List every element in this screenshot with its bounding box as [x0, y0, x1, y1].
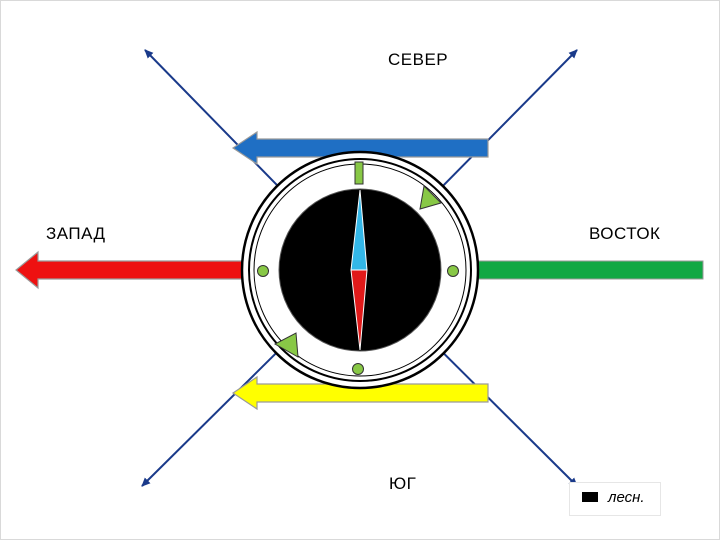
label-east: ВОСТОК: [589, 224, 661, 243]
label-south: ЮГ: [389, 474, 417, 493]
legend-box: лесн.: [569, 482, 661, 516]
sight-triangle-sw: [273, 332, 299, 358]
label-north: СЕВЕР: [388, 50, 449, 69]
label-west: ЗАПАД: [46, 224, 106, 243]
compass: [240, 150, 480, 390]
west-marker-dot: [257, 265, 269, 277]
needle-south-half: [350, 269, 368, 351]
north-arrow-blue: [231, 130, 489, 166]
west-arrow-red: [15, 250, 247, 290]
sight-triangle-ne: [419, 184, 442, 210]
east-bar-green: [473, 260, 704, 280]
legend-label: лесн.: [608, 489, 645, 506]
south-arrow-yellow: [231, 375, 489, 411]
legend-swatch: [582, 492, 598, 502]
north-marker: [354, 161, 364, 185]
east-marker-dot: [447, 265, 459, 277]
south-marker-dot: [352, 363, 364, 375]
